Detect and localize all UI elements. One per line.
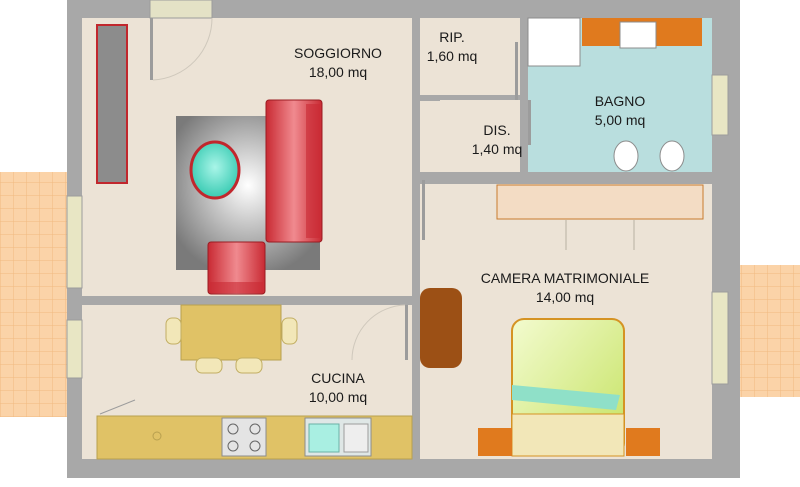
room-name-bagno: BAGNO [595, 93, 646, 109]
room-area-disimpegno: 1,40 mq [472, 141, 523, 157]
bed-headboard [511, 413, 625, 457]
chair-left [165, 317, 182, 345]
door-entrance-swing [152, 17, 213, 81]
counter-knob [152, 431, 162, 441]
room-area-cucina: 10,00 mq [309, 389, 367, 405]
burner-3 [227, 440, 239, 452]
sink-basin [308, 423, 340, 453]
shower [527, 17, 581, 67]
wall-camera-top [419, 172, 720, 178]
counter-door-swing [99, 399, 136, 415]
room-name-soggiorno: SOGGIORNO [294, 45, 382, 61]
door-cucina-swing [351, 304, 406, 361]
sink-drainer [343, 423, 369, 453]
door-entrance-leaf [150, 18, 153, 80]
armchair [207, 241, 266, 295]
bookshelf [96, 24, 128, 184]
room-name-camera: CAMERA MATRIMONIALE [481, 270, 650, 286]
toilet [659, 140, 685, 172]
sofa-back [306, 104, 320, 238]
dining-table [180, 304, 282, 361]
coffee-table [189, 140, 241, 200]
ripostiglio-floor [420, 18, 520, 95]
disimpegno-floor [420, 100, 530, 178]
room-area-camera: 14,00 mq [536, 289, 594, 305]
nightstand-right [626, 428, 660, 456]
armchair-back [210, 282, 263, 293]
wall-bagno-left-lower [520, 100, 528, 178]
burner-4 [249, 440, 261, 452]
window-bagno [711, 74, 729, 136]
door-entrance [149, 0, 213, 19]
door-rip-leaf [515, 42, 518, 100]
burner-1 [227, 423, 239, 435]
window-cucina [66, 319, 83, 379]
door-bagno-leaf [528, 100, 531, 145]
room-area-soggiorno: 18,00 mq [309, 64, 367, 80]
bathroom-sink [619, 21, 657, 49]
window-camera [711, 291, 729, 385]
door-cucina-leaf [405, 305, 408, 360]
terrace-left [0, 172, 72, 417]
wall-central-lower [412, 178, 419, 300]
wardrobe [496, 184, 704, 220]
wall-central-upper [412, 18, 419, 173]
door-soggiorno-leaf [422, 180, 425, 240]
chair-right [281, 317, 298, 345]
nightstand-left [478, 428, 512, 456]
room-name-ripostiglio: RIP. [439, 29, 464, 45]
bidet [613, 140, 639, 172]
desk [420, 288, 462, 368]
wall-soggiorno-cucina [82, 296, 352, 303]
wall-central-bottom [412, 360, 419, 460]
stove [221, 417, 267, 457]
room-name-disimpegno: DIS. [483, 122, 510, 138]
chair-bottom-1 [195, 357, 223, 374]
room-area-bagno: 5,00 mq [595, 112, 646, 128]
bed-blanket-fold [512, 385, 620, 410]
burner-2 [249, 423, 261, 435]
room-name-cucina: CUCINA [311, 370, 365, 386]
chair-bottom-2 [235, 357, 263, 374]
wall-bagno-left [520, 18, 528, 43]
room-area-ripostiglio: 1,60 mq [427, 48, 478, 64]
wall-rip-bottom [419, 95, 440, 101]
window-soggiorno [66, 195, 83, 289]
